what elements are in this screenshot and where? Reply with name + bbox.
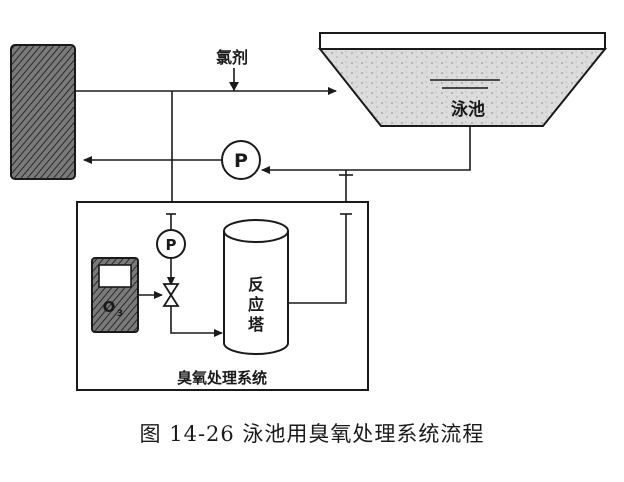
ozone-treatment-flow-diagram: 泳池 氯剂 P 臭氧处理系统 P O 3 反 应 塔: [10, 32, 608, 391]
ozone-system-label: 臭氧处理系统: [177, 369, 267, 387]
filter-unit: [10, 44, 76, 180]
tower-outlet-line: [288, 214, 347, 304]
ozone-pump-label: P: [166, 236, 177, 254]
main-pump-label: P: [234, 150, 248, 172]
reaction-tower-label-2: 应: [248, 295, 264, 314]
ozone-generator-label: O: [103, 298, 116, 316]
ozone-system-frame: [76, 201, 369, 391]
chlorine-label: 氯剂: [216, 48, 248, 67]
swimming-pool: 泳池: [317, 32, 608, 127]
chlorine-arrow-icon: [229, 82, 239, 91]
ozone-generator-subscript: 3: [117, 309, 123, 319]
main-pump: [221, 140, 261, 180]
mixing-valve-icon: [162, 283, 180, 307]
figure-caption: 图 14-26 泳池用臭氧处理系统流程: [139, 422, 485, 446]
reaction-tower: [223, 219, 289, 355]
reaction-tower-label-1: 反: [248, 275, 264, 294]
pool-label: 泳池: [451, 99, 485, 120]
reaction-tower-label-3: 塔: [248, 315, 265, 334]
ozone-generator-display: [98, 264, 132, 288]
return-line: [261, 126, 471, 174]
